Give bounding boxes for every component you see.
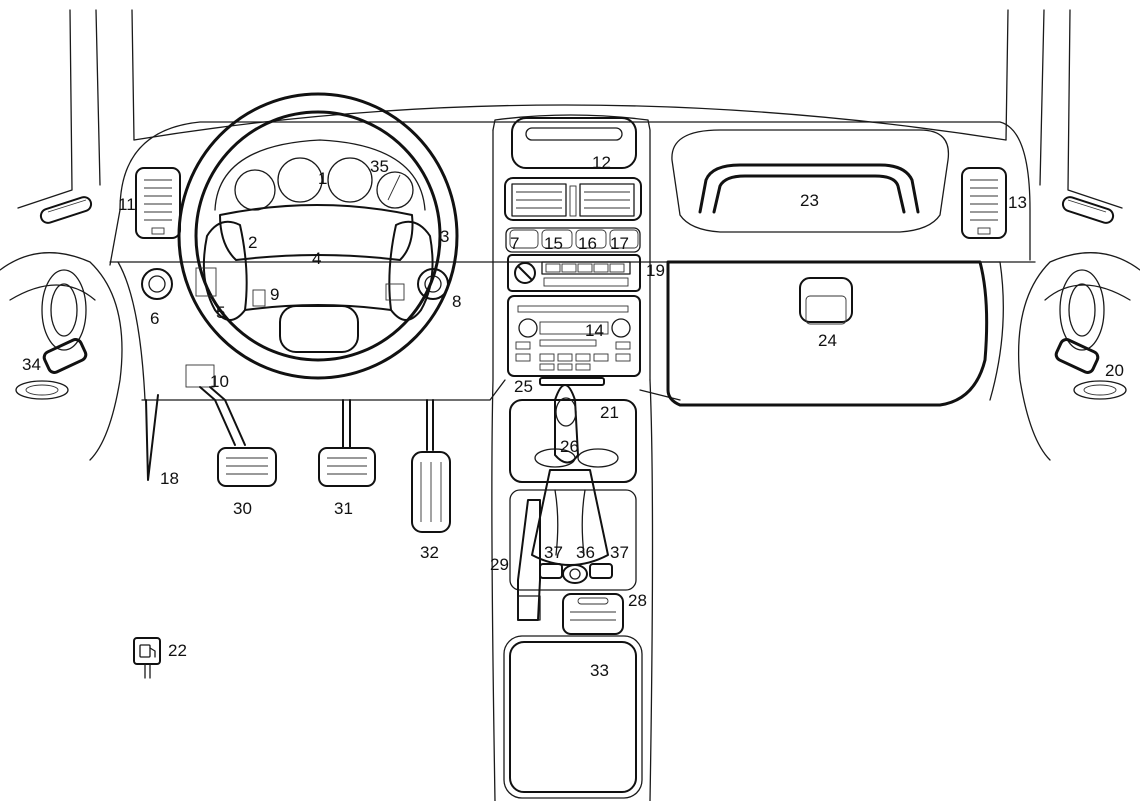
grab-handle	[671, 129, 950, 233]
callout-30: 30	[233, 499, 252, 518]
callout-8: 8	[452, 292, 461, 311]
callout-13: 13	[1008, 193, 1027, 212]
callout-18: 18	[160, 469, 179, 488]
left-knob	[141, 268, 173, 300]
right-side-vent	[1061, 196, 1115, 224]
callout-12: 12	[592, 153, 611, 172]
callout-20: 20	[1105, 361, 1124, 380]
callout-19: 19	[646, 261, 665, 280]
callout-22: 22	[168, 641, 187, 660]
callout-29: 29	[490, 555, 509, 574]
callout-labels: 1 2 3 4 5 6 7 8 9 10 11 12 13 14 15 16 1…	[22, 153, 1124, 680]
pedals	[145, 364, 451, 533]
windshield-frame	[17, 9, 1123, 209]
callout-37-left: 37	[544, 543, 563, 562]
callout-35: 35	[370, 157, 389, 176]
callout-17: 17	[610, 234, 629, 253]
left-side-vent	[39, 196, 93, 224]
callout-26: 26	[560, 437, 579, 456]
callout-34: 34	[22, 355, 41, 374]
callout-37-right: 37	[610, 543, 629, 562]
callout-2: 2	[248, 233, 257, 252]
callout-16: 16	[578, 234, 597, 253]
callout-11: 11	[118, 195, 136, 214]
callout-4: 4	[312, 249, 321, 268]
callout-23: 23	[800, 191, 819, 210]
callout-10: 10	[210, 372, 229, 391]
callout-32: 32	[420, 543, 439, 562]
callout-3: 3	[440, 227, 449, 246]
callout-36: 36	[576, 543, 595, 562]
glove-box	[666, 260, 1001, 407]
callout-14: 14	[585, 321, 604, 340]
center-console	[491, 114, 654, 802]
left-door-panel	[0, 252, 123, 461]
callout-6: 6	[150, 309, 159, 328]
instrument-cluster	[214, 139, 426, 211]
callout-21: 21	[600, 403, 619, 422]
callout-7: 7	[510, 234, 519, 253]
left-dash-vent	[135, 167, 181, 239]
callout-25: 25	[514, 377, 533, 396]
callout-33: 33	[590, 661, 609, 680]
callout-28: 28	[628, 591, 647, 610]
callout-1: 1	[318, 169, 327, 188]
right-dash-vent	[961, 167, 1007, 239]
fuel-pump-icon	[133, 637, 161, 679]
callout-5: 5	[216, 303, 225, 322]
callout-31: 31	[334, 499, 353, 518]
right-door-panel	[1017, 252, 1140, 461]
callout-24: 24	[818, 331, 837, 350]
callout-9: 9	[270, 285, 279, 304]
steering-wheel	[177, 92, 459, 380]
callout-15: 15	[544, 234, 563, 253]
